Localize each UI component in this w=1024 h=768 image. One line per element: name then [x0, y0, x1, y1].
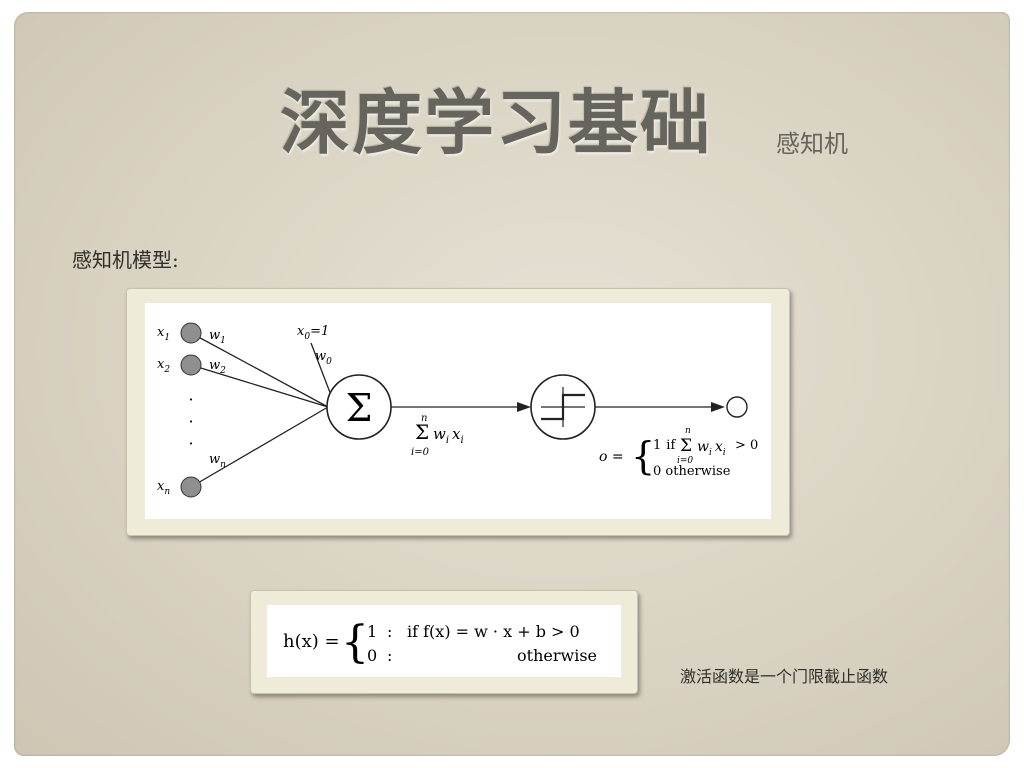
weight-label-wn: wn — [209, 452, 226, 470]
sum-expr-upper: n — [421, 413, 427, 424]
activation-formula: h(x) = { 1 : if f(x) = w · x + b > 0 0 :… — [283, 617, 597, 668]
arrowhead-1 — [517, 402, 531, 412]
sum-expr-sigma: Σ — [415, 420, 429, 444]
input-label-x1: x1 — [157, 325, 170, 343]
output-node — [726, 396, 748, 418]
output-sum-upper: n — [685, 426, 691, 436]
ellipsis-dot-2: · — [188, 412, 193, 431]
section-label: 感知机模型: — [72, 248, 179, 272]
input-node-xn — [180, 476, 202, 498]
input-node-x1 — [180, 322, 202, 344]
output-sum-lower: i=0 — [677, 456, 693, 466]
edge-xn — [190, 406, 329, 488]
formula-case1-value: 1 — [367, 622, 377, 641]
formula-case2-value: 0 — [367, 646, 377, 665]
activation-formula-frame: h(x) = { 1 : if f(x) = w · x + b > 0 0 :… — [250, 590, 638, 694]
bias-weight-label: w0 — [315, 349, 332, 367]
ellipsis-dot-3: · — [188, 434, 193, 453]
activation-caption: 激活函数是一个门限截止函数 — [680, 667, 889, 686]
arrowhead-2 — [711, 402, 725, 412]
output-case1-cond: > 0 — [735, 438, 758, 453]
formula-case2-colon: : — [387, 646, 392, 665]
output-label: o = — [599, 449, 624, 465]
bias-input-label: x0=1 — [297, 324, 329, 342]
ellipsis-dot-1: · — [188, 390, 193, 409]
activation-formula-canvas: h(x) = { 1 : if f(x) = w · x + b > 0 0 :… — [267, 605, 621, 677]
input-label-x2: x2 — [157, 357, 170, 375]
formula-case1-condition: if f(x) = w · x + b > 0 — [407, 622, 580, 641]
input-node-x2 — [180, 354, 202, 376]
perceptron-diagram: x1 x2 xn w1 w2 wn x0=1 w0 · · · Σ n Σ i=… — [157, 322, 758, 498]
formula-case1-colon: : — [387, 622, 392, 641]
edge-x2 — [190, 364, 329, 408]
slide-subtitle: 感知机 — [776, 130, 848, 158]
output-sum-sigma: Σ — [680, 436, 692, 456]
perceptron-diagram-frame: x1 x2 xn w1 w2 wn x0=1 w0 · · · Σ n Σ i=… — [126, 288, 790, 536]
step-function-curve — [541, 393, 585, 421]
output-brace: { — [631, 434, 655, 478]
output-case2: 0 otherwise — [653, 464, 731, 479]
summation-symbol: Σ — [346, 386, 373, 430]
perceptron-diagram-canvas: x1 x2 xn w1 w2 wn x0=1 w0 · · · Σ n Σ i=… — [145, 303, 771, 519]
weight-label-w1: w1 — [209, 328, 226, 346]
edge-x1 — [190, 332, 329, 408]
weight-label-w2: w2 — [209, 358, 226, 376]
formula-brace: { — [341, 617, 369, 668]
sum-expr-lower: i=0 — [411, 447, 430, 458]
formula-lhs: h(x) = — [283, 631, 340, 652]
formula-case2-condition: otherwise — [517, 646, 597, 665]
input-label-xn: xn — [157, 479, 170, 497]
slide-title: 深度学习基础 — [280, 81, 712, 164]
